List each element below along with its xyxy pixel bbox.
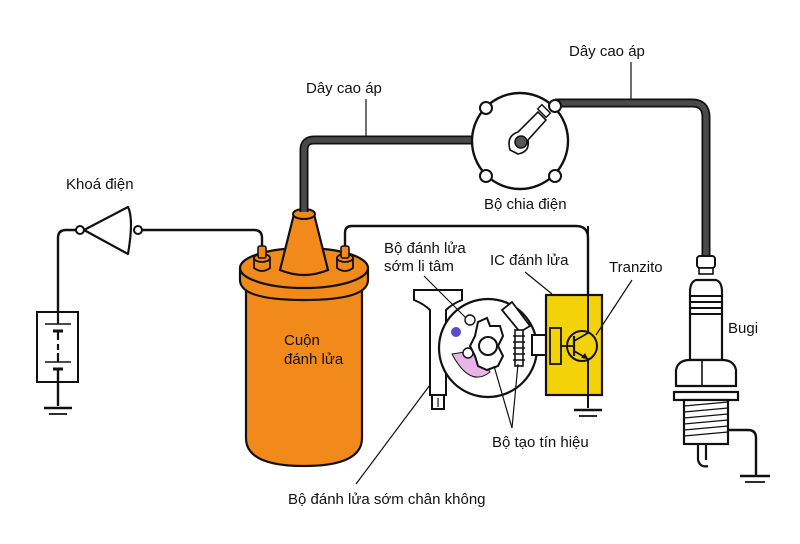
ignition-switch-label: Khoá điện [66,176,134,193]
hv-cable-coil-to-distributor [299,135,520,212]
distributor-label: Bộ chia điện [484,196,567,213]
centrifugal-advance-label-line2: sớm li tâm [384,258,454,275]
centrifugal-advance-leader [423,275,467,319]
distributor-icon [470,91,570,191]
plug-ground-icon [740,474,770,483]
transistor-leader [595,279,633,336]
hv-cable-distributor-to-plug [555,98,711,258]
coil-terminal-negative [336,245,354,272]
hv-wire-left-label: Dây cao áp [306,80,382,97]
signal-generator-label: Bộ tạo tín hiệu [492,434,589,451]
spark-plug-label: Bugi [728,320,758,337]
transistor-icon [561,330,598,362]
coil-icon [238,208,370,468]
wire-battery-to-switch [56,228,78,314]
signal-generator-leader-2 [511,363,519,429]
ic-ground-icon [574,408,602,417]
signal-generator-leader-1 [493,365,513,429]
centrifugal-advance-label-line1: Bộ đánh lửa [384,240,466,257]
wire-switch-to-coil [140,228,264,248]
vacuum-advance-label: Bộ đánh lửa sớm chân không [288,491,486,508]
hv-wire-right-label: Dây cao áp [569,43,645,60]
vacuum-advance-leader [355,384,431,485]
wire-plug-to-ground [726,428,758,476]
switch-icon[interactable] [75,205,143,256]
battery-circuit [36,228,79,415]
spark-plug-icon [672,255,740,468]
coil-label-line1: Cuộn [284,332,320,349]
ground-icon [44,406,72,415]
coil-body [244,282,364,468]
igniter-ic-leader [524,271,553,295]
igniter-ic-label: IC đánh lửa [490,252,569,269]
transistor-label: Tranzito [609,259,663,276]
coil-terminal-positive [253,245,271,272]
signal-rotor-plate [437,297,547,399]
coil-label-line2: đánh lửa [284,351,344,368]
vacuum-advance-icon [413,289,463,410]
